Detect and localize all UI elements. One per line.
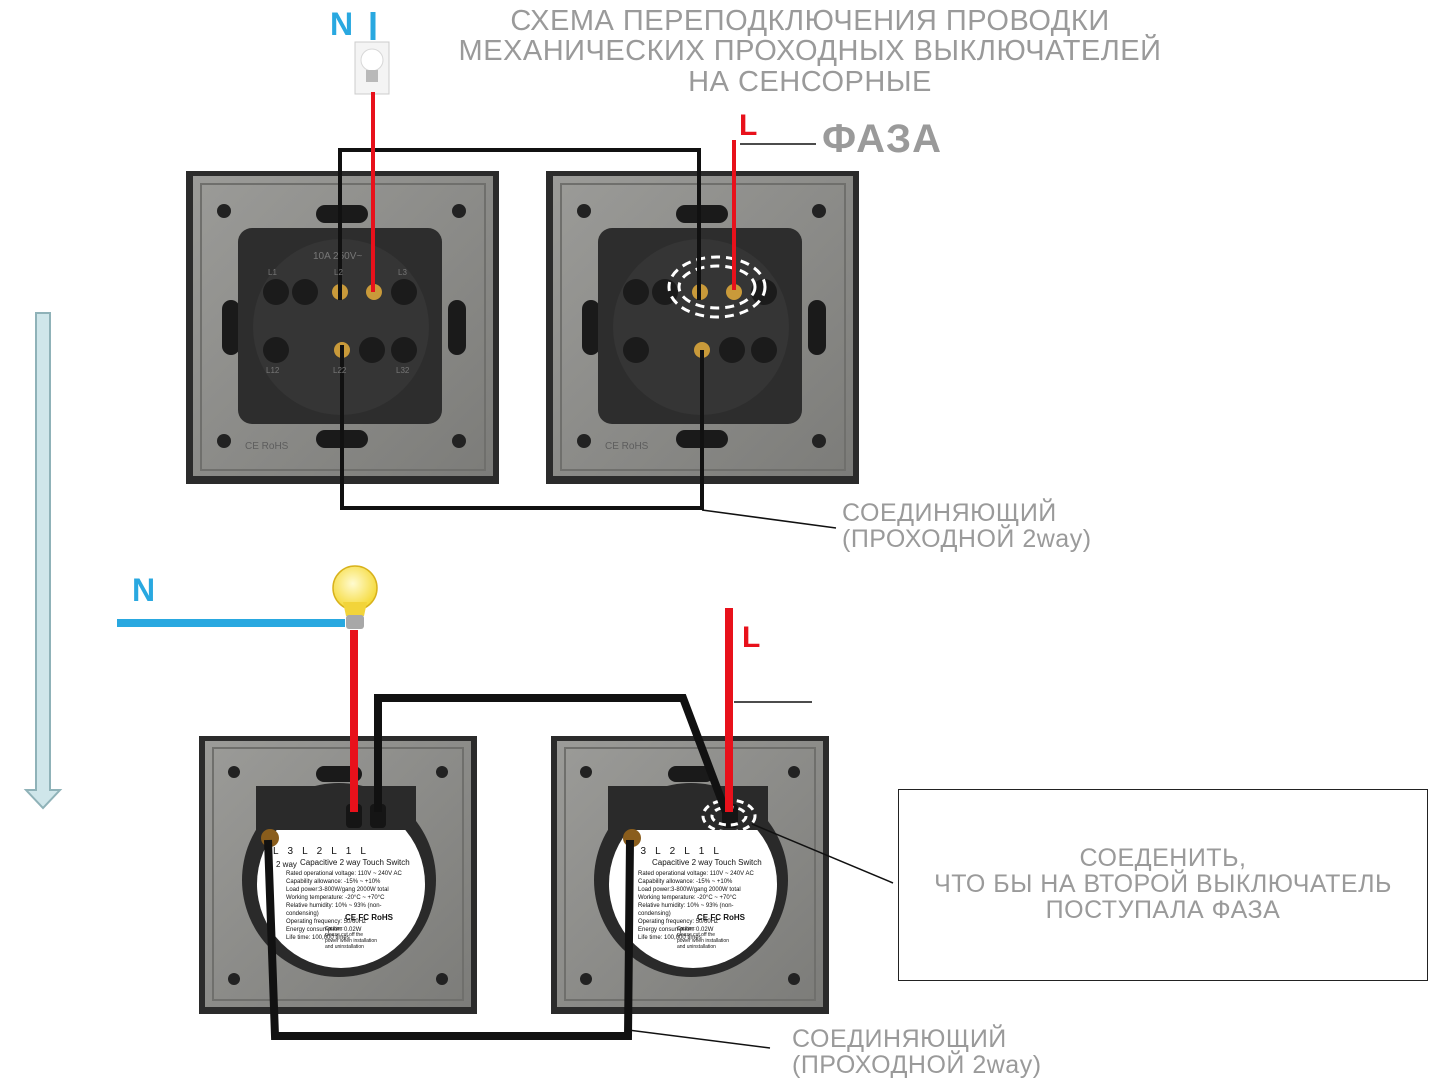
terminal-l3: L3 bbox=[273, 846, 303, 857]
connecting-leader-top bbox=[701, 509, 837, 529]
specs-text-1: Rated operational voltage: 110V ~ 240V A… bbox=[286, 871, 402, 941]
diagram-title: СХЕМА ПЕРЕПОДКЛЮЧЕНИЯ ПРОВОДКИ МЕХАНИЧЕС… bbox=[458, 5, 1162, 98]
marks-text-1: CE RoHS bbox=[245, 441, 289, 452]
mech-terminal-l22: L22 bbox=[333, 366, 347, 375]
mechanical-switch-2 bbox=[546, 171, 859, 484]
mech-terminal-l32: L32 bbox=[396, 366, 410, 375]
touch-switch-2 bbox=[551, 736, 829, 1014]
lamp-bottom-icon bbox=[332, 565, 378, 629]
model-text-2: Capacitive 2 way Touch Switch bbox=[652, 858, 762, 867]
traveler-wire-bottom-upper bbox=[374, 694, 730, 814]
terminal-l3: L3 bbox=[626, 846, 656, 857]
model-text-1: Capacitive 2 way Touch Switch bbox=[300, 858, 410, 867]
marks-text-2: CE RoHS bbox=[605, 441, 649, 452]
marks-touch-1: CE FC RoHS bbox=[345, 913, 393, 922]
specs-text-2: Rated operational voltage: 110V ~ 240V A… bbox=[638, 871, 754, 941]
connecting-label-top: СОЕДИНЯЮЩИЙ (ПРОХОДНОЙ 2way) bbox=[842, 499, 1092, 554]
terminal-l1: L1 bbox=[331, 846, 361, 857]
phase-label: ФАЗА bbox=[822, 117, 942, 161]
terminal-l: L bbox=[360, 846, 375, 857]
terminal-l1: L1 bbox=[684, 846, 714, 857]
neutral-label-bottom: N bbox=[132, 572, 156, 608]
traveler-wire-top-lower bbox=[340, 345, 704, 510]
touch-switch-1 bbox=[199, 736, 477, 1014]
note-leader bbox=[751, 823, 894, 884]
mech-terminal-l1: L1 bbox=[268, 268, 277, 277]
connecting-leader-bottom bbox=[627, 1029, 771, 1049]
terminal-l2: L2 bbox=[655, 846, 685, 857]
down-arrow-icon bbox=[23, 312, 63, 810]
rating-text-1: 10A 250V~ bbox=[313, 251, 362, 262]
terminal-labels-2: L3L2L1L bbox=[626, 846, 728, 857]
connecting-label-bottom: СОЕДИНЯЮЩИЙ (ПРОХОДНОЙ 2way) bbox=[792, 1025, 1042, 1080]
traveler-wire-bottom-lower bbox=[264, 839, 634, 1040]
lamp-top-icon bbox=[354, 41, 390, 95]
mech-terminal-l12: L12 bbox=[266, 366, 280, 375]
terminal-l2: L2 bbox=[302, 846, 332, 857]
line-label-top: L bbox=[739, 109, 758, 142]
mech-terminal-l2: L2 bbox=[334, 268, 343, 277]
mech-terminal-l3: L3 bbox=[398, 268, 407, 277]
traveler-wire-top-upper bbox=[338, 148, 701, 300]
terminal-l: L bbox=[713, 846, 728, 857]
neutral-label-top: N bbox=[330, 6, 354, 42]
terminal-labels-1: L3L2L1L bbox=[273, 846, 375, 857]
way-tag-1: 2 way bbox=[276, 860, 297, 869]
caution-text-2: Caution: please cut off the power when i… bbox=[677, 926, 729, 950]
line-label-bottom: L bbox=[742, 621, 761, 654]
note-box: СОЕДЕНИТЬ, ЧТО БЫ НА ВТОРОЙ ВЫКЛЮЧАТЕЛЬ … bbox=[898, 789, 1428, 981]
caution-text-1: Caution: please cut off the power when i… bbox=[325, 926, 377, 950]
marks-touch-2: CE FC RoHS bbox=[697, 913, 745, 922]
note-text: СОЕДЕНИТЬ, ЧТО БЫ НА ВТОРОЙ ВЫКЛЮЧАТЕЛЬ … bbox=[934, 844, 1392, 924]
